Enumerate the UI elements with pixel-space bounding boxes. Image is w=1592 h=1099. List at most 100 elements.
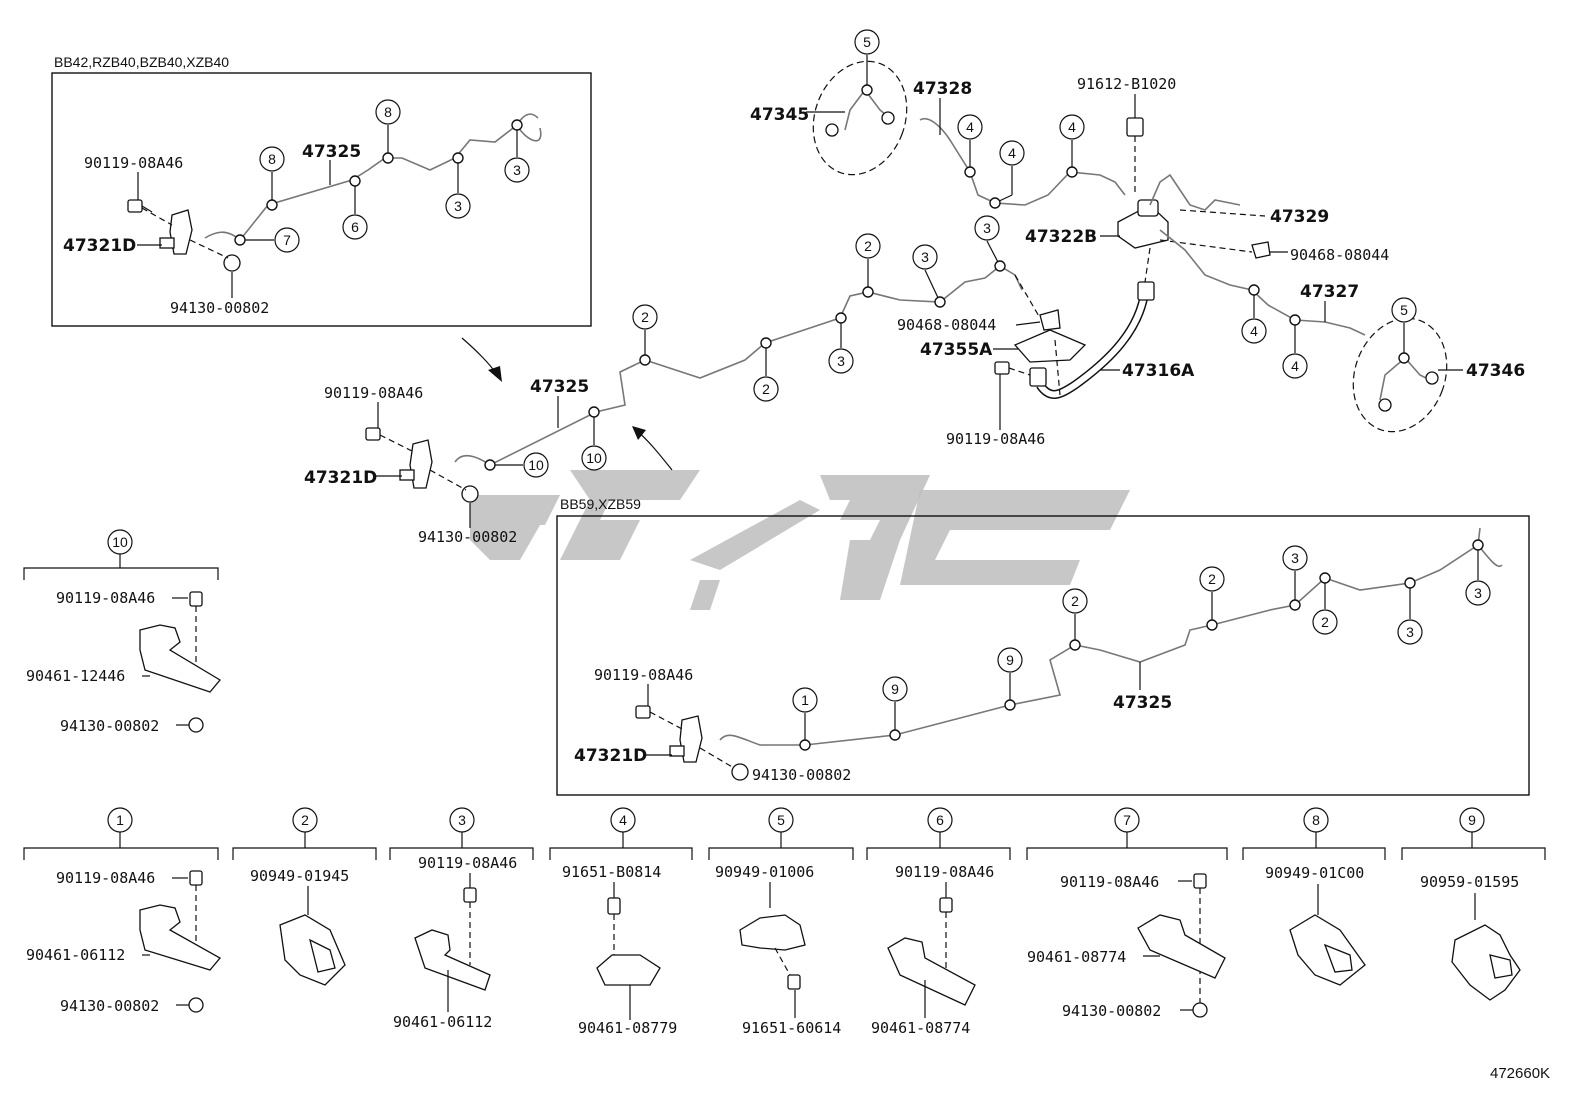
part-label: 94130-00802 [60, 997, 159, 1015]
callouts-inset: 8 8 6 3 3 7 [234, 99, 530, 253]
svg-text:4: 4 [1068, 119, 1076, 135]
part-label: 90119-08A46 [56, 869, 155, 887]
part-label: 90119-08A46 [56, 589, 155, 607]
svg-text:3: 3 [1406, 624, 1414, 640]
part-label: 90119-08A46 [418, 854, 517, 872]
arrow-bottom-to-main [635, 429, 673, 471]
bracket-47355A [1013, 329, 1087, 363]
svg-text:5: 5 [863, 34, 871, 50]
clamp-set-9: 9 90959-01595 [1401, 807, 1546, 1001]
bracket-47321D-lower [635, 705, 749, 781]
part-label: 90461-12446 [26, 667, 125, 685]
callouts-main: 2 2 2 3 3 3 10 10 [484, 215, 1006, 478]
clamp-set-1: 1 90119-08A46 90461-06112 94130-00802 [23, 807, 222, 1015]
clamp-set-3: 3 90119-08A46 90461-06112 [389, 807, 534, 1031]
clip-90468-center [1039, 309, 1061, 331]
part-label: 94130-00802 [1062, 1002, 1161, 1020]
svg-text:2: 2 [1321, 614, 1329, 630]
svg-text:3: 3 [458, 812, 466, 828]
svg-text:5: 5 [777, 812, 785, 828]
clamp-set-10-number: 10 [112, 534, 128, 550]
clamp-set-4: 4 91651-B0814 90461-08779 [549, 807, 693, 1037]
inset-caption-top-left: BB42,RZB40,BZB40,XZB40 [54, 54, 229, 70]
label-90468-center: 90468-08044 [897, 316, 996, 334]
part-label: 90461-08774 [871, 1019, 970, 1037]
label-47345: 47345 [750, 105, 809, 125]
svg-text:9: 9 [1468, 812, 1476, 828]
flex-hose-47316A [1029, 247, 1155, 399]
label-90119-center: 90119-08A46 [946, 430, 1045, 448]
part-label: 90949-01945 [250, 867, 349, 885]
label-47321D-main: 47321D [304, 468, 377, 488]
svg-text:9: 9 [1006, 652, 1014, 668]
inset-caption-middle-right: BB59,XZB59 [560, 496, 641, 512]
svg-text:3: 3 [513, 162, 521, 178]
label-47325-main: 47325 [530, 377, 589, 397]
svg-text:9: 9 [891, 681, 899, 697]
label-47328: 47328 [913, 79, 972, 99]
main-assembly: 90119-08A46 47321D 94130-00802 47325 2 2… [304, 29, 1525, 546]
svg-text:1: 1 [801, 692, 809, 708]
part-label: 90949-01006 [715, 863, 814, 881]
svg-text:3: 3 [1474, 585, 1482, 601]
label-94130-main: 94130-00802 [418, 528, 517, 546]
label-90119-main: 90119-08A46 [324, 384, 423, 402]
inset-box-middle-right: BB59,XZB59 90119-08A46 47321D 94130-0080… [556, 496, 1530, 796]
clamp-set-10: 10 90119-08A46 90461-12446 94130-00802 [23, 529, 221, 735]
brake-tube-47325-inset [204, 113, 542, 242]
label-47316A: 47316A [1122, 361, 1195, 381]
svg-text:2: 2 [301, 812, 309, 828]
part-label: 90949-01C00 [1265, 864, 1364, 882]
svg-text:10: 10 [586, 450, 602, 466]
clamp-set-6: 6 90119-08A46 90461-08774 [866, 807, 1011, 1037]
label-91612: 91612-B1020 [1077, 75, 1176, 93]
bolt-91612 [1126, 117, 1144, 137]
inset-box-top-left: BB42,RZB40,BZB40,XZB40 90119-08A46 47321… [51, 54, 592, 327]
svg-text:8: 8 [1312, 812, 1320, 828]
svg-text:4: 4 [966, 119, 974, 135]
svg-text:4: 4 [1008, 145, 1016, 161]
label-94130-lower: 94130-00802 [752, 766, 851, 784]
label-90119-inset: 90119-08A46 [84, 154, 183, 172]
bracket-47321D-main [365, 427, 479, 503]
label-47346: 47346 [1466, 361, 1525, 381]
svg-text:2: 2 [1208, 571, 1216, 587]
brake-tube-47325-main [454, 265, 1023, 466]
part-label: 90959-01595 [1420, 873, 1519, 891]
label-47325-lower: 47325 [1113, 693, 1172, 713]
svg-text:6: 6 [936, 812, 944, 828]
clamp-set-5: 5 90949-01006 91651-60614 [708, 807, 854, 1037]
svg-text:10: 10 [528, 457, 544, 473]
disc-47345: 5 47345 [750, 29, 908, 176]
svg-text:4: 4 [1250, 323, 1258, 339]
svg-text:2: 2 [864, 238, 872, 254]
svg-text:8: 8 [268, 151, 276, 167]
bracket-47321D-inset [127, 199, 241, 272]
svg-text:2: 2 [1071, 593, 1079, 609]
clamp-set-8: 8 90949-01C00 [1242, 807, 1386, 986]
watermark-logo [470, 470, 1130, 610]
svg-text:3: 3 [454, 198, 462, 214]
label-47329: 47329 [1270, 207, 1329, 227]
svg-text:3: 3 [983, 220, 991, 236]
svg-text:4: 4 [1291, 358, 1299, 374]
clamp-set-2: 2 90949-01945 [232, 807, 377, 986]
part-label: 90119-08A46 [895, 863, 994, 881]
bolt-90119-center [994, 361, 1010, 375]
svg-text:7: 7 [1123, 812, 1131, 828]
label-47355A: 47355A [920, 340, 993, 360]
label-47325-inset: 47325 [302, 142, 361, 162]
svg-text:4: 4 [619, 812, 627, 828]
svg-text:1: 1 [116, 812, 124, 828]
brake-tube-47328 [919, 118, 1126, 206]
svg-text:7: 7 [283, 232, 291, 248]
svg-text:6: 6 [351, 219, 359, 235]
part-label: 91651-60614 [742, 1019, 841, 1037]
label-90468-right: 90468-08044 [1290, 246, 1389, 264]
part-label: 94130-00802 [60, 717, 159, 735]
part-label: 90461-06112 [26, 946, 125, 964]
svg-text:2: 2 [762, 381, 770, 397]
figure-code: 472660K [1490, 1065, 1550, 1082]
clamp-set-7: 7 90119-08A46 90461-08774 94130-00802 [1026, 807, 1228, 1020]
callouts-47327: 4 4 [1241, 284, 1308, 379]
